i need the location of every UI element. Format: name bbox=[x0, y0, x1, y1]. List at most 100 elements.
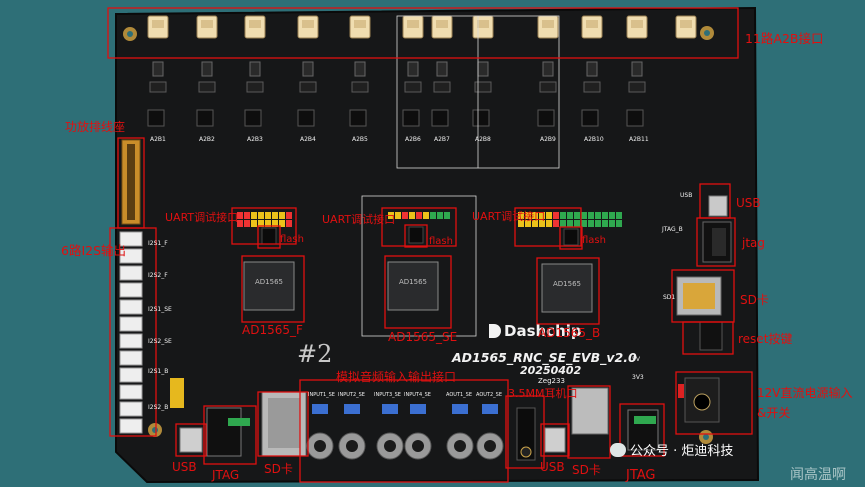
chip-se-annotation-box bbox=[384, 255, 452, 329]
i2s-port-silk: I2S1_F bbox=[148, 240, 168, 247]
jtag-bottom-right-label: JTAG bbox=[626, 468, 656, 483]
analog-annotation-box bbox=[299, 379, 509, 483]
jtag-pins bbox=[712, 228, 726, 256]
header-pin bbox=[560, 220, 566, 227]
a2b-component bbox=[149, 81, 167, 93]
header-pin bbox=[395, 212, 401, 219]
a2b-connector-latch bbox=[302, 20, 314, 28]
header-pin bbox=[518, 212, 524, 219]
header-pin bbox=[574, 220, 580, 227]
flash-mid-box bbox=[404, 224, 428, 248]
brand-logo-mark bbox=[489, 324, 501, 338]
i2s-connector-column bbox=[119, 231, 143, 434]
a2b-connector-latch bbox=[249, 20, 261, 28]
i2s-connector bbox=[119, 367, 143, 383]
header-pin bbox=[525, 220, 531, 227]
header-pin bbox=[609, 212, 615, 219]
a2b-connector-latch bbox=[586, 20, 598, 28]
a2b-magnetics bbox=[302, 61, 314, 77]
chip-b-annotation-box bbox=[536, 257, 600, 325]
a2b-magnetics bbox=[542, 61, 554, 77]
mounting-hole bbox=[127, 31, 133, 37]
header-pin bbox=[602, 212, 608, 219]
header-pin bbox=[237, 220, 243, 227]
uart-headers bbox=[237, 212, 622, 227]
a2b-port-silk: A2B7 bbox=[434, 136, 450, 143]
header-pin bbox=[402, 212, 408, 219]
rca-jack-hole bbox=[412, 440, 424, 452]
i2s-connector bbox=[119, 231, 143, 247]
uart-left-label: UART调试接口 bbox=[165, 211, 239, 224]
dsp-chip-marking: AD1565 bbox=[399, 278, 427, 286]
header-pin bbox=[409, 212, 415, 219]
i2s-connector bbox=[119, 248, 143, 264]
amp-ribbon-slot bbox=[127, 144, 135, 220]
a2b-connector-row bbox=[147, 15, 697, 39]
jtag-bottom-right-box bbox=[619, 403, 665, 457]
i2s-connector bbox=[119, 333, 143, 349]
header-pin bbox=[251, 212, 257, 219]
a2b-transceiver-chip bbox=[297, 109, 315, 127]
header-pin bbox=[286, 212, 292, 219]
jack-blue-switch bbox=[344, 404, 360, 414]
a2b-component bbox=[474, 81, 492, 93]
usb-bottom-mid-box bbox=[540, 423, 570, 457]
jack-blue-switch bbox=[410, 404, 426, 414]
i2s-connector bbox=[119, 316, 143, 332]
sd-bottom-left-box bbox=[257, 391, 309, 457]
a2b-component bbox=[433, 81, 451, 93]
watermark-badge: 公众号 · 炬迪科技 bbox=[610, 440, 733, 459]
sd-silk: SD1 bbox=[663, 294, 676, 301]
a2b-component bbox=[583, 81, 601, 93]
sd-slot-inner bbox=[683, 283, 715, 309]
jtag-bottom-label: JTAG bbox=[212, 468, 240, 482]
analog-label: 模拟音频输入输出接口 bbox=[336, 370, 457, 384]
header-pin bbox=[265, 212, 271, 219]
a2b-port-silk: A2B11 bbox=[629, 136, 649, 143]
handwritten-mark: #2 bbox=[297, 340, 333, 368]
a2b-connector-latch bbox=[201, 20, 213, 28]
rca-jack-hole bbox=[384, 440, 396, 452]
a2b-component bbox=[299, 81, 317, 93]
header-pin bbox=[279, 220, 285, 227]
5v-silk: 5V bbox=[632, 356, 640, 363]
i2s-port-silk: I2S2_B bbox=[148, 404, 169, 411]
a2b-transceiver-blocks bbox=[147, 61, 646, 127]
header-pin bbox=[616, 212, 622, 219]
wechat-icon bbox=[610, 443, 626, 457]
i2s-port-silk: I2S2_SE bbox=[148, 338, 172, 345]
a2b-magnetics bbox=[249, 61, 261, 77]
header-pin bbox=[553, 220, 559, 227]
a2b-transceiver-chip bbox=[349, 109, 367, 127]
header-pin bbox=[518, 220, 524, 227]
header-pin bbox=[237, 212, 243, 219]
board-date: 20250402 bbox=[520, 364, 582, 377]
a2b-transceiver-chip bbox=[431, 109, 449, 127]
a2b-transceiver-chip bbox=[472, 109, 490, 127]
header-pin bbox=[532, 212, 538, 219]
jack-blue-switch bbox=[382, 404, 398, 414]
header-pin bbox=[539, 220, 545, 227]
power-jack-hole bbox=[693, 393, 711, 411]
header-pin bbox=[560, 212, 566, 219]
usb-bottom-left-label: USB bbox=[172, 460, 197, 474]
a2b-transceiver-chip bbox=[626, 109, 644, 127]
usb-connector-right bbox=[708, 195, 728, 217]
reset-button bbox=[699, 321, 723, 351]
earphone-annotation-box bbox=[505, 395, 545, 469]
a2b-connector-latch bbox=[152, 20, 164, 28]
flash-chip bbox=[261, 227, 277, 245]
jtag-right-label: jtag bbox=[742, 236, 766, 250]
a2b-port-silk: A2B10 bbox=[584, 136, 604, 143]
i2s-connector bbox=[119, 384, 143, 400]
a2b-port-silk: A2B1 bbox=[150, 136, 166, 143]
flash-chip bbox=[563, 228, 579, 246]
flash-right-box bbox=[559, 226, 583, 250]
a2b-port-silk: A2B5 bbox=[352, 136, 368, 143]
uart-left-annotation-box bbox=[231, 207, 297, 245]
a2b-annotation-box bbox=[107, 7, 739, 59]
chip-f-annotation-box bbox=[241, 255, 305, 323]
flash-chip bbox=[408, 226, 424, 244]
